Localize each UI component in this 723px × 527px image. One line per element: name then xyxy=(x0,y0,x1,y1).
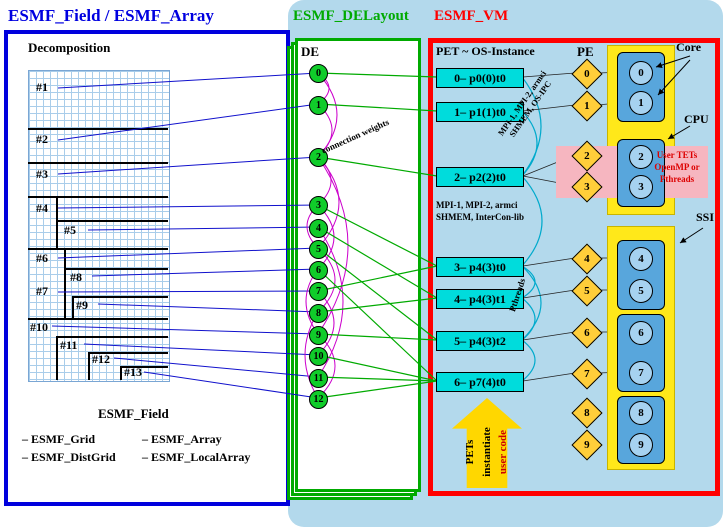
region-border-line xyxy=(28,196,168,198)
de-node-5: 5 xyxy=(309,240,328,259)
legend-item-grid: – ESMF_Grid xyxy=(22,432,96,446)
cpu-label: CPU xyxy=(684,112,709,126)
de-node-11: 11 xyxy=(309,369,328,388)
region-label-3: #3 xyxy=(36,167,48,181)
pe-number: 3 xyxy=(584,181,590,193)
core-circle-4: 4 xyxy=(629,247,653,271)
pet-box-5: 5– p4(3)t2 xyxy=(436,331,524,351)
pe-number: 6 xyxy=(584,327,590,339)
region-label-2: #2 xyxy=(36,132,48,146)
region-label-6: #6 xyxy=(36,251,48,265)
core-circle-9: 9 xyxy=(629,433,653,457)
de-node-3: 3 xyxy=(309,196,328,215)
region-border-line xyxy=(28,248,168,250)
core-circle-8: 8 xyxy=(629,401,653,425)
arrow-text: PETs instantiate user code xyxy=(452,402,522,502)
region-label-9: #9 xyxy=(76,298,88,312)
comm-horizontal-line2: SHMEM, InterCon-lib xyxy=(436,212,525,222)
arrow-text-line1: PETs xyxy=(464,439,477,465)
field-legend-title: ESMF_Field xyxy=(98,406,169,421)
de-node-7: 7 xyxy=(309,282,328,301)
user-tets-line3: Pthreads xyxy=(659,174,695,184)
region-label-10: #10 xyxy=(30,320,48,334)
region-border-line xyxy=(64,248,66,318)
core-circle-1: 1 xyxy=(629,91,653,115)
region-border-line xyxy=(28,318,168,320)
pet-heading: PET ~ OS-Instance xyxy=(436,44,535,58)
region-label-7: #7 xyxy=(36,284,48,298)
region-border-line xyxy=(56,336,58,380)
legend-item-array: – ESMF_Array xyxy=(142,432,222,446)
pet-box-0: 0– p0(0)t0 xyxy=(436,68,524,88)
pe-heading: PE xyxy=(577,44,594,59)
arrow-text-line2: instantiate xyxy=(480,427,493,477)
region-label-4: #4 xyxy=(36,201,48,215)
de-node-10: 10 xyxy=(309,347,328,366)
user-tets-line1: User TETs xyxy=(656,150,698,160)
arrow-text-line3: user code xyxy=(497,429,510,475)
comm-horizontal-line1: MPI-1, MPI-2, armci xyxy=(436,200,518,210)
user-tets-line2: OpenMP or xyxy=(654,162,700,172)
de-node-1: 1 xyxy=(309,96,328,115)
core-circle-7: 7 xyxy=(629,361,653,385)
decomposition-heading: Decomposition xyxy=(28,40,111,55)
region-border-line xyxy=(120,366,122,380)
de-node-12: 12 xyxy=(309,390,328,409)
legend-item-localarray: – ESMF_LocalArray xyxy=(142,450,251,464)
region-label-13: #13 xyxy=(124,365,142,379)
de-node-9: 9 xyxy=(309,326,328,345)
delayout-title: ESMF_DELayout xyxy=(293,8,409,24)
vm-title: ESMF_VM xyxy=(434,8,509,24)
de-heading: DE xyxy=(301,44,320,59)
de-node-8: 8 xyxy=(309,304,328,323)
pe-number: 0 xyxy=(584,68,590,80)
de-node-6: 6 xyxy=(309,261,328,280)
pet-box-3: 3– p4(3)t0 xyxy=(436,257,524,277)
region-border-line xyxy=(28,162,168,164)
region-border-line xyxy=(72,296,74,318)
region-label-8: #8 xyxy=(70,270,82,284)
core-circle-5: 5 xyxy=(629,279,653,303)
pe-number: 2 xyxy=(584,150,590,162)
pe-number: 5 xyxy=(584,285,590,297)
pe-number: 9 xyxy=(584,439,590,451)
de-node-0: 0 xyxy=(309,64,328,83)
core-label: Core xyxy=(676,40,702,54)
core-circle-0: 0 xyxy=(629,61,653,85)
region-border-line xyxy=(56,196,58,248)
legend-item-distgrid: – ESMF_DistGrid xyxy=(22,450,116,464)
core-circle-6: 6 xyxy=(629,321,653,345)
pet-box-2: 2– p2(2)t0 xyxy=(436,167,524,187)
pe-number: 1 xyxy=(584,100,590,112)
region-border-line xyxy=(28,128,168,130)
pet-box-6: 6– p7(4)t0 xyxy=(436,372,524,392)
region-border-line xyxy=(72,296,168,298)
pe-number: 7 xyxy=(584,368,590,380)
pe-number: 4 xyxy=(584,253,590,265)
pet-box-1: 1– p1(1)t0 xyxy=(436,102,524,122)
region-border-line xyxy=(56,220,168,222)
field-array-title: ESMF_Field / ESMF_Array xyxy=(8,6,214,25)
region-label-12: #12 xyxy=(92,352,110,366)
core-circle-3: 3 xyxy=(629,175,653,199)
de-node-4: 4 xyxy=(309,219,328,238)
region-label-5: #5 xyxy=(64,223,76,237)
region-border-line xyxy=(88,352,90,380)
pe-number: 8 xyxy=(584,407,590,419)
ssi-label: SSI xyxy=(696,210,715,224)
core-circle-2: 2 xyxy=(629,145,653,169)
region-label-1: #1 xyxy=(36,80,48,94)
region-border-line xyxy=(56,336,168,338)
region-label-11: #11 xyxy=(60,338,78,352)
